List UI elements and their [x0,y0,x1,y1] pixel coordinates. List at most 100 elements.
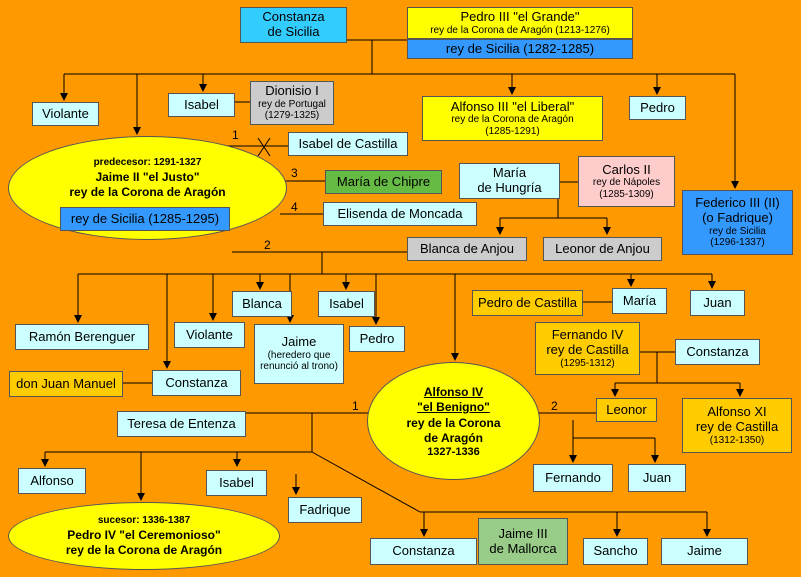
person-name: "el Benigno" [417,400,490,414]
person-name: Juan [703,294,732,310]
person-years: (1295-1312) [560,357,615,369]
person-name: Pedro IV "el Ceremonioso" [67,528,221,542]
person-name: Isabel de Castilla [298,135,398,151]
marriage-number-4: 4 [291,200,298,214]
person-title: rey de la Corona de Aragón [451,114,574,126]
constanza-box-2: Constanza [675,339,760,365]
person-years: (1285-1291) [485,125,540,137]
successor-label: sucesor: 1336-1387 [97,515,191,526]
person-name: Violante [186,326,233,342]
person-title: rey de Sicilia (1285-1295) [70,210,220,226]
leonor-box: Leonor [596,398,657,422]
pedro-box-2: Pedro [349,326,405,352]
maria-box: María [612,288,667,314]
person-name: Leonor de Anjou [555,240,650,256]
dionisio-box: Dionisio I rey de Portugal (1279-1325) [250,81,334,125]
person-years: (1296-1337) [710,237,765,249]
maria-de-chipre-box: María de Chipre [325,170,442,194]
person-name: María de Chipre [336,173,431,189]
sancho-box: Sancho [583,538,648,565]
person-name: Juan [642,469,672,485]
person-name: de Mallorca [489,540,557,556]
elisenda-de-moncada-box: Elisenda de Moncada [323,202,477,226]
person-name: Fernando [545,469,601,485]
person-name: Pedro [640,99,675,115]
person-note: (heredero que renunció al trono) [260,349,338,373]
person-name: Alfonso III "el Liberal" [450,98,575,114]
marriage-number-2: 2 [264,238,271,252]
person-name: Elisenda de Moncada [337,205,463,221]
isabel-box: Isabel [168,93,235,117]
person-name: Teresa de Entenza [127,415,236,431]
marriage-number-3: 3 [291,166,298,180]
person-title: rey de Nápoles [592,177,661,189]
person-name: Constanza [165,374,228,390]
alfonso-iii-box: Alfonso III "el Liberal" rey de la Coron… [422,96,603,141]
person-name: Pedro [359,330,395,346]
juan-box: Juan [690,290,745,316]
isabel-de-castilla-box: Isabel de Castilla [288,132,408,156]
person-name: Isabel [219,474,254,490]
person-name: Isabel [184,96,219,112]
teresa-de-entenza-box: Teresa de Entenza [117,411,246,437]
blanca-de-anjou-box: Blanca de Anjou [407,237,527,261]
person-name: Fadrique [299,501,351,517]
marriage-number-alfonso-2: 2 [551,399,558,413]
person-name: Pedro III "el Grande" [460,8,580,24]
person-name: Alfonso [30,472,74,488]
person-name: Leonor [606,401,647,417]
person-title: rey de la Corona de Aragón [65,543,223,557]
jaime-iii-de-mallorca-box: Jaime III de Mallorca [478,518,568,565]
fadrique-box: Fadrique [288,497,362,523]
person-title: rey de la Corona de Aragón (1213-1276) [430,24,610,36]
person-name: Sancho [593,543,638,559]
carlos-ii-box: Carlos II rey de Nápoles (1285-1309) [578,156,675,207]
person-name: Alfonso XI [707,403,767,419]
person-name: Blanca [242,295,282,311]
predecessor-label: predecesor: 1291-1327 [93,157,202,168]
person-name: Constanza [686,343,749,359]
pedro-iii-sicily-box: rey de Sicilia (1282-1285) [407,39,633,59]
person-title: rey de la Corona de Aragón [69,185,226,199]
person-name: Alfonso IV [423,385,484,399]
person-years: (1312-1350) [709,434,765,446]
person-name: Federico III (II) [695,195,780,211]
person-name: Fernando IV [551,326,624,342]
person-title: rey de Castilla [695,418,779,434]
person-name: Isabel [329,295,364,311]
isabel-box-3: Isabel [206,470,267,496]
jaime-ii-sicily-box: rey de Sicilia (1285-1295) [60,207,230,231]
person-name: (o Fadrique) [702,210,773,225]
person-title: rey de Portugal [258,98,326,110]
person-name: de Sicilia [267,24,320,39]
alfonso-iv-ellipse: Alfonso IV "el Benigno" rey de la Corona… [367,362,540,480]
leonor-de-anjou-box: Leonor de Anjou [543,237,662,261]
person-name: Violante [42,105,89,121]
fernando-box: Fernando [533,464,613,492]
marriage-number-alfonso-1: 1 [352,399,359,413]
violante-box: Violante [32,102,99,126]
person-name: Dionisio I [265,83,319,99]
jaime-box-2: Jaime [661,538,748,565]
fernando-iv-box: Fernando IV rey de Castilla (1295-1312) [535,322,640,375]
constanza-box-3: Constanza [370,538,477,565]
person-name: Constanza [392,543,455,559]
pedro-iii-box: Pedro III "el Grande" rey de la Corona d… [407,7,633,39]
ramon-berenguer-box: Ramón Berenguer [15,324,149,350]
person-name: Carlos II [602,161,651,177]
constanza-de-sicilia-box: Constanza de Sicilia [240,7,347,43]
marriage-number-1: 1 [232,128,239,142]
person-name: María [622,292,657,308]
blanca-box: Blanca [232,291,292,317]
person-name: de Hungría [477,180,542,195]
constanza-box-1: Constanza [152,370,241,396]
person-name: Jaime II "el Justo" [95,170,200,184]
person-title: de Aragón [424,431,483,445]
person-name: Pedro de Castilla [478,294,577,310]
maria-de-hungria-box: María de Hungría [459,163,560,199]
pedro-iv-ellipse: sucesor: 1336-1387 Pedro IV "el Ceremoni… [8,502,280,570]
person-years: 1327-1336 [427,446,480,458]
person-name: don Juan Manuel [16,375,116,391]
person-name: Blanca de Anjou [420,240,514,256]
